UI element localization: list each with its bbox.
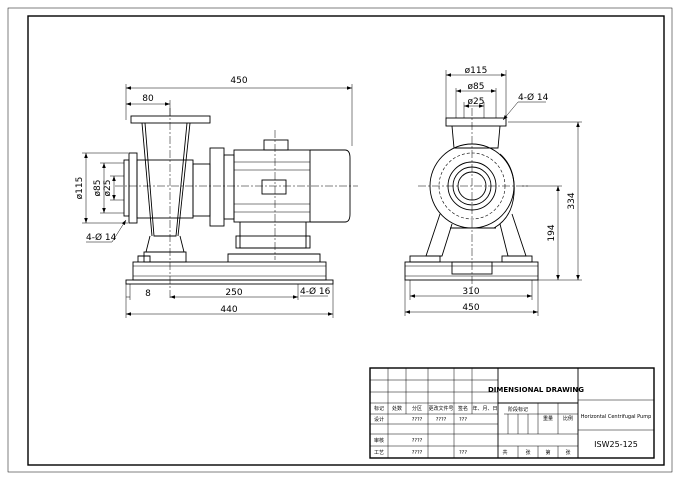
drawing-title: DIMENSIONAL DRAWING — [488, 386, 584, 394]
outer-frame — [7, 7, 673, 473]
inner-frame — [27, 15, 665, 466]
dim-flange-holes: 4-Ø 14 — [86, 232, 117, 243]
label-sheet: 张 — [565, 449, 570, 456]
label-date: 年、月、日 — [472, 405, 497, 412]
dim-total-height: 334 — [567, 192, 577, 209]
model-code: ISW25-125 — [594, 440, 638, 449]
label-page: 第 — [545, 449, 550, 456]
label-change-doc: 更改文件号 — [428, 405, 453, 412]
dim-bolt-circle: ø85 — [93, 180, 103, 197]
label-weight: 重量 — [543, 415, 553, 422]
process-date: ??? — [459, 450, 467, 456]
label-total: 共 — [502, 449, 507, 456]
dim-base-length: 440 — [220, 305, 237, 315]
label-review: 审核 — [374, 437, 384, 444]
design-value: ???? — [412, 417, 423, 423]
dim-base-pitch: 250 — [225, 288, 242, 298]
dim-shaft-height: 194 — [547, 224, 557, 241]
dim-bore: ø25 — [103, 180, 113, 197]
dim-base-width: 450 — [462, 303, 479, 313]
label-process: 工艺 — [374, 450, 384, 456]
title-block: DIMENSIONAL DRAWING Horizontal Centrifug… — [369, 367, 655, 459]
process-value: ???? — [412, 450, 423, 456]
dim-base-width-inner: 310 — [462, 287, 479, 297]
end-view: ø115 ø85 ø25 4-Ø 14 334 194 310 450 — [404, 66, 582, 316]
label-design: 设计 — [374, 416, 384, 423]
product-name: Horizontal Centrifugal Pump — [581, 414, 652, 420]
dim-flange-od: ø115 — [75, 177, 85, 200]
dim-end-flange-od: ø115 — [465, 66, 488, 76]
design-date: ??? — [459, 417, 467, 423]
side-view: 450 80 ø115 ø85 ø25 4-Ø 14 8 250 4-Ø 16 — [75, 76, 358, 318]
dim-end-flange-holes: 4-Ø 14 — [518, 92, 549, 103]
dim-inlet-offset: 80 — [142, 94, 154, 104]
label-count: 处数 — [392, 405, 402, 412]
dim-base-offset: 8 — [145, 289, 151, 299]
label-mark: 标记 — [374, 405, 384, 412]
design-std: ???? — [436, 417, 447, 423]
label-scale: 比例 — [563, 415, 573, 422]
dim-end-bore: ø25 — [468, 97, 485, 107]
review-value: ???? — [412, 438, 423, 444]
label-sheets: 张 — [525, 449, 530, 456]
side-base — [132, 261, 327, 281]
label-signature: 签名 — [458, 405, 468, 412]
dim-top-length: 450 — [230, 76, 247, 86]
label-zone: 分区 — [412, 405, 422, 412]
dim-base-holes: 4-Ø 16 — [300, 286, 331, 297]
label-stage-mark: 阶段标记 — [508, 406, 528, 413]
dim-end-bolt-circle: ø85 — [468, 82, 485, 92]
